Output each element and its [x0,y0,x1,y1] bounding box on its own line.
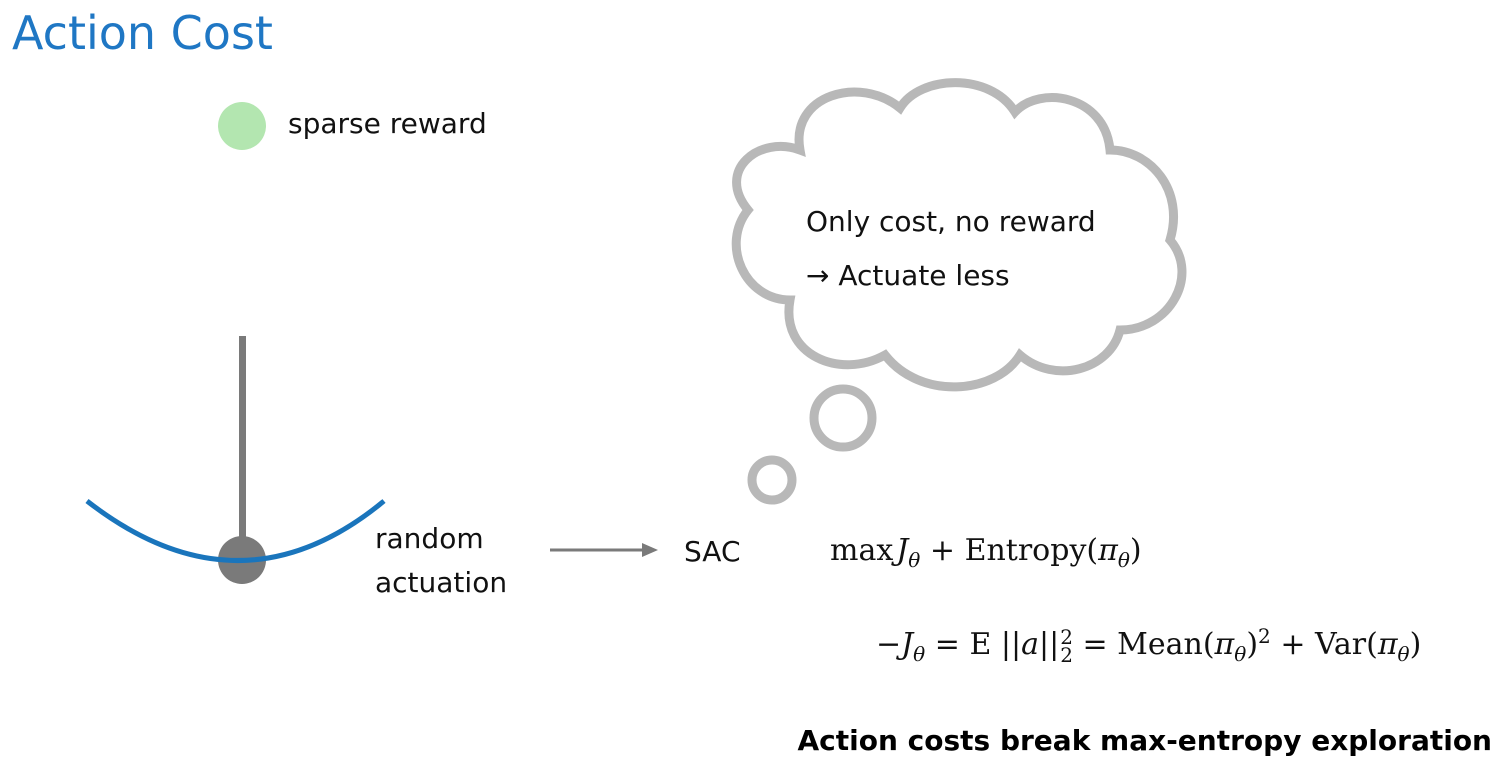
eq2-pi-theta-1: θ [1234,642,1247,666]
eq2-square: 2 [1258,624,1271,648]
pendulum-rod [239,336,246,564]
right-arrow-icon: → [806,259,830,292]
sac-label: SAC [684,535,741,568]
eq2-pi-1: π [1214,627,1235,662]
eq2-a: a [1021,627,1039,662]
sparse-reward-dot [218,102,266,150]
eq1-entropy: + Entropy( [929,533,1099,568]
actuation-line-2: actuation [375,566,508,599]
pendulum-track [85,499,386,563]
thought-bubble-small [747,455,797,505]
eq1-max: max [830,533,894,568]
thought-bubble-large [809,384,877,452]
eq2-j: J [901,627,914,662]
eq1-pi: π [1098,533,1118,568]
eq2-close-1: ) [1246,627,1259,662]
eq2-neg: − [876,627,902,662]
arrow-head [642,543,658,557]
sparse-reward-label: sparse reward [288,107,487,140]
random-actuation-label: random actuation [375,517,507,605]
eq2-pi-2: π [1377,627,1398,662]
eq2-var: + Var( [1280,627,1378,662]
eq2-sup: 2 [1060,625,1073,649]
eq2-close-2: ) [1409,627,1422,662]
eq2-pi-theta-2: θ [1397,642,1410,666]
slide-title: Action Cost [12,6,273,60]
conclusion-text: Action costs break max-entropy explorati… [797,724,1492,757]
eq2-e: = E || [934,627,1022,662]
eq2-mean: = Mean( [1082,627,1215,662]
eq1-j: J [896,533,909,568]
eq2-norm-close: || [1038,627,1060,662]
equation-objective: max Jθ + Entropy(πθ) [830,533,1142,572]
eq1-close: ) [1129,533,1142,568]
eq1-theta: θ [908,548,921,572]
thought-line-2-text: Actuate less [838,259,1010,292]
eq2-sub: 2 [1060,643,1073,667]
thought-text: Only cost, no reward → Actuate less [806,195,1096,303]
eq1-pi-theta: θ [1117,548,1130,572]
thought-cloud [731,78,1187,392]
thought-line-2: → Actuate less [806,249,1096,303]
actuation-line-1: random [375,522,484,555]
thought-line-1: Only cost, no reward [806,205,1096,238]
eq2-theta: θ [913,642,926,666]
